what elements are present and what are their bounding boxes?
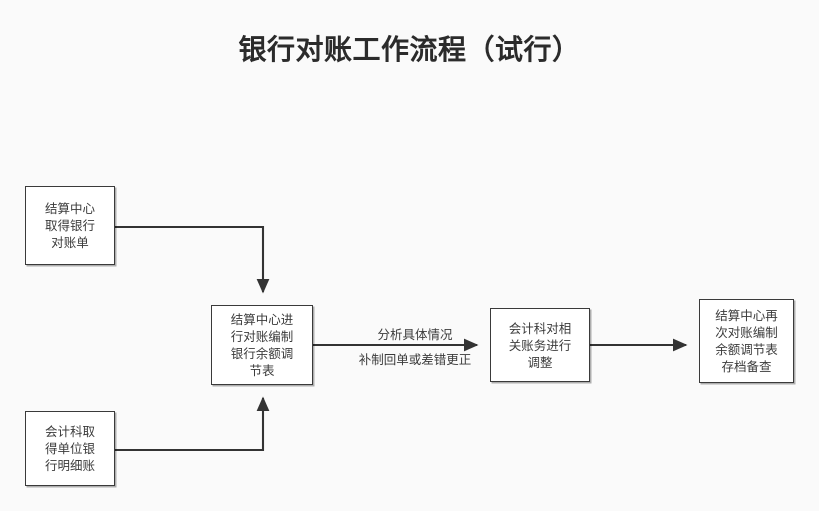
connector-ledger-to-reconcile	[115, 396, 270, 452]
node-reconcile-table[interactable]: 结算中心进 行对账编制 银行余额调 节表	[211, 305, 313, 385]
node-ledger-detail-label: 会计科取 得单位银 行明细账	[44, 424, 95, 473]
edge-label-analyze: 分析具体情况	[377, 327, 453, 342]
node-bank-statement-label: 结算中心 取得银行 对账单	[44, 201, 95, 250]
page-title: 银行对账工作流程（试行）	[238, 33, 581, 66]
node-archive-review-label: 结算中心再 次对账编制 余额调节表 存档备查	[715, 308, 778, 374]
node-ledger-detail[interactable]: 会计科取 得单位银 行明细账	[25, 411, 115, 486]
node-bank-statement[interactable]: 结算中心 取得银行 对账单	[25, 186, 115, 265]
node-adjust-accounts[interactable]: 会计科对相 关账务进行 调整	[490, 308, 590, 382]
node-reconcile-table-label: 结算中心进 行对账编制 银行余额调 节表	[230, 312, 294, 378]
node-adjust-accounts-label: 会计科对相 关账务进行 调整	[508, 320, 572, 370]
connector-statement-to-reconcile	[115, 225, 270, 294]
edge-label-correct: 补制回单或差错更正	[358, 352, 472, 367]
node-archive-review[interactable]: 结算中心再 次对账编制 余额调节表 存档备查	[699, 299, 794, 383]
